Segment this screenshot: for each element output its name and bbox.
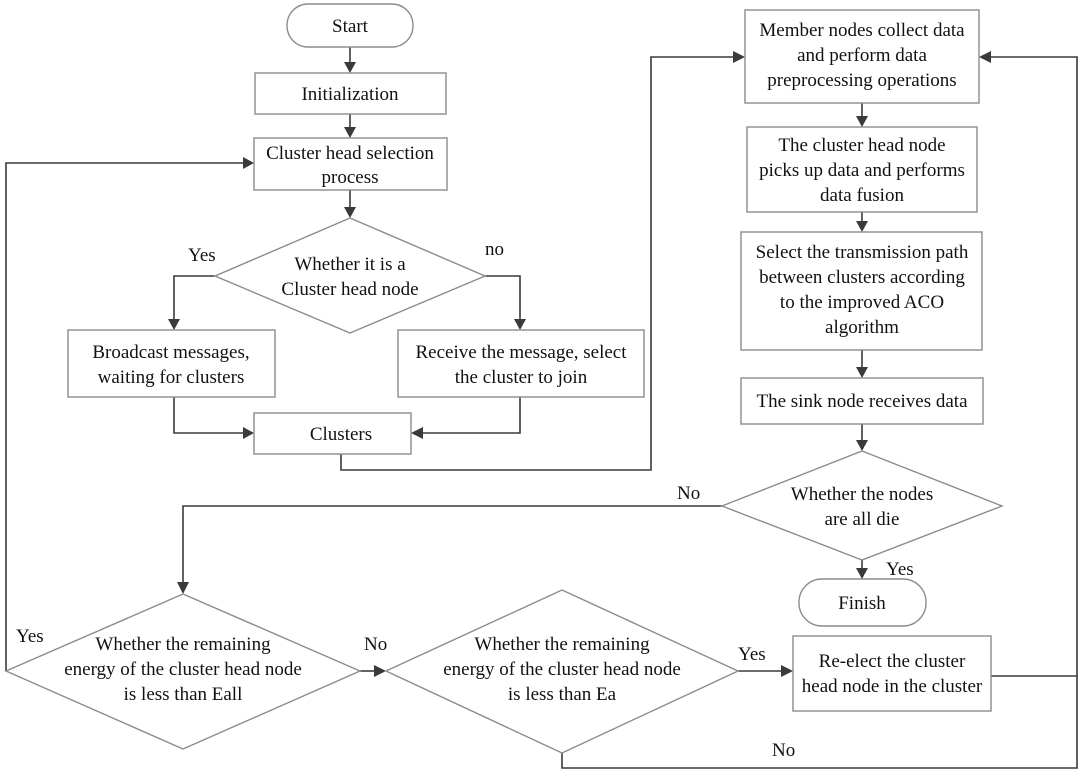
nodes-all-die-label-1: Whether the nodes bbox=[791, 484, 933, 505]
edge-broadcast-clusters bbox=[173, 397, 243, 434]
edge-reelect-member bbox=[991, 56, 1078, 677]
nodes: Start Initialization Cluster head select… bbox=[4, 3, 1004, 754]
nodes-all-die-label-2: are all die bbox=[825, 509, 900, 530]
energy-ea-label-1: Whether the remaining bbox=[474, 634, 650, 655]
initialization-box bbox=[254, 72, 447, 115]
reelect-box bbox=[792, 635, 992, 712]
arrowhead bbox=[344, 127, 356, 138]
label-yes-all-die: Yes bbox=[886, 559, 914, 580]
energy-ea-label-3: is less than Ea bbox=[508, 684, 617, 705]
broadcast-label-2: waiting for clusters bbox=[98, 367, 245, 388]
arrowhead bbox=[856, 116, 868, 127]
label-no-cluster-head: no bbox=[485, 239, 504, 260]
initialization-label: Initialization bbox=[301, 84, 399, 105]
path-selection-label-2: between clusters according bbox=[759, 267, 965, 288]
arrowhead bbox=[411, 427, 423, 439]
arrowhead bbox=[243, 157, 254, 169]
arrowhead bbox=[344, 207, 356, 218]
label-yes-ea: Yes bbox=[738, 644, 766, 665]
clusters-label: Clusters bbox=[310, 424, 372, 445]
broadcast-label-1: Broadcast messages, bbox=[92, 342, 249, 363]
cluster-head-selection-label-1: Cluster head selection bbox=[266, 143, 434, 164]
receive-label-2: the cluster to join bbox=[455, 367, 588, 388]
arrowhead bbox=[168, 319, 180, 330]
energy-eall-label-3: is less than Eall bbox=[124, 684, 243, 705]
is-cluster-head-label-1: Whether it is a bbox=[294, 254, 406, 275]
label-yes-cluster-head: Yes bbox=[188, 245, 216, 266]
sink-node-box bbox=[740, 377, 984, 425]
arrowhead bbox=[856, 367, 868, 378]
member-nodes-label-3: preprocessing operations bbox=[767, 70, 956, 91]
arrowhead bbox=[243, 427, 254, 439]
arrowhead bbox=[374, 665, 386, 677]
receive-label-1: Receive the message, select bbox=[415, 342, 627, 363]
finish-terminator bbox=[798, 578, 927, 627]
data-fusion-label-1: The cluster head node bbox=[778, 135, 945, 156]
path-selection-label-4: algorithm bbox=[825, 317, 899, 338]
edge-clusters-member bbox=[340, 56, 733, 471]
path-selection-box bbox=[740, 231, 983, 351]
energy-eall-label-2: energy of the cluster head node bbox=[64, 659, 302, 680]
arrowhead bbox=[344, 62, 356, 73]
arrowhead bbox=[856, 221, 868, 232]
edge-ea-no-member bbox=[561, 676, 1078, 769]
label-no-eall: No bbox=[364, 634, 387, 655]
broadcast-box bbox=[67, 329, 276, 398]
energy-eall-decision bbox=[4, 593, 362, 750]
receive-box bbox=[397, 329, 645, 398]
data-fusion-label-2: picks up data and performs bbox=[759, 160, 965, 181]
arrowhead bbox=[733, 51, 745, 63]
reelect-label-1: Re-elect the cluster bbox=[819, 651, 966, 672]
reelect-label-2: head node in the cluster bbox=[802, 676, 983, 697]
member-nodes-box bbox=[744, 9, 980, 104]
energy-ea-label-2: energy of the cluster head node bbox=[443, 659, 681, 680]
label-yes-eall: Yes bbox=[16, 626, 44, 647]
energy-ea-decision bbox=[384, 589, 740, 754]
path-selection-label-3: to the improved ACO bbox=[780, 292, 944, 313]
arrowhead bbox=[856, 568, 868, 579]
arrowhead bbox=[781, 665, 793, 677]
edge-yes-broadcast bbox=[173, 275, 215, 319]
arrowhead bbox=[979, 51, 991, 63]
edge-labels: Yes no No Yes Yes No Yes No bbox=[16, 239, 914, 761]
member-nodes-label-1: Member nodes collect data bbox=[759, 20, 965, 41]
arrowhead bbox=[177, 582, 189, 594]
nodes-all-die-decision bbox=[720, 450, 1004, 561]
clusters-box bbox=[253, 412, 412, 455]
arrowhead bbox=[856, 440, 868, 451]
label-no-ea: No bbox=[772, 740, 795, 761]
edge-receive-clusters bbox=[423, 397, 521, 434]
is-cluster-head-label-2: Cluster head node bbox=[281, 279, 418, 300]
sink-node-label: The sink node receives data bbox=[756, 391, 968, 412]
arrowhead bbox=[514, 319, 526, 330]
finish-label: Finish bbox=[838, 593, 886, 614]
energy-eall-label-1: Whether the remaining bbox=[95, 634, 271, 655]
cluster-head-selection-box bbox=[253, 137, 448, 191]
start-label: Start bbox=[332, 16, 369, 37]
data-fusion-label-3: data fusion bbox=[820, 185, 904, 206]
path-selection-label-1: Select the transmission path bbox=[756, 242, 969, 263]
edge-eall-chsel bbox=[5, 162, 243, 671]
edge-no-receive bbox=[485, 275, 521, 319]
start-terminator bbox=[286, 3, 414, 48]
edges bbox=[5, 47, 1078, 769]
data-fusion-box bbox=[746, 126, 978, 213]
label-no-all-die: No bbox=[677, 483, 700, 504]
edge-alldie-eall bbox=[182, 505, 722, 582]
member-nodes-label-2: and perform data bbox=[797, 45, 927, 66]
cluster-head-selection-label-2: process bbox=[322, 167, 379, 188]
is-cluster-head-decision bbox=[213, 217, 487, 334]
